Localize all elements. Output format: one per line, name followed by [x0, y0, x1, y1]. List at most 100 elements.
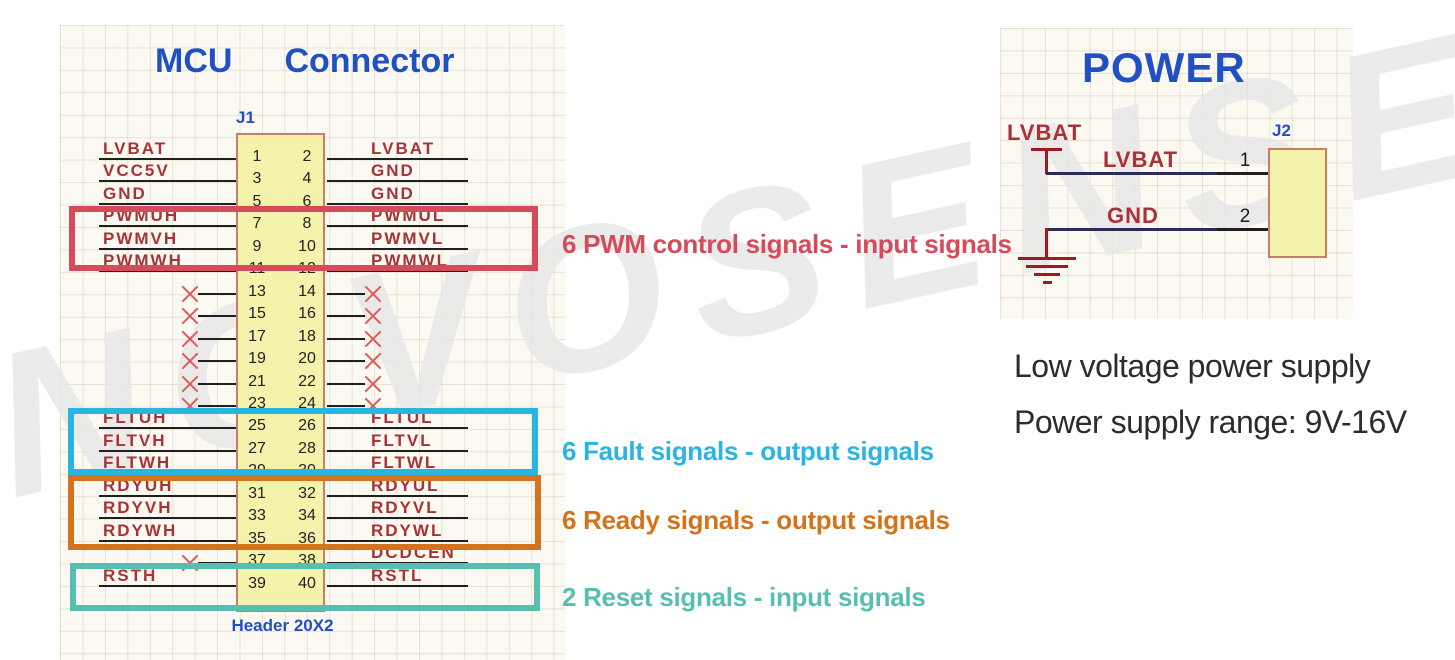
pin-number: 32	[298, 484, 316, 502]
pin-number: 5	[252, 192, 262, 210]
net-label: FLTWL	[371, 453, 438, 473]
net-wire	[99, 494, 236, 497]
no-connect-stub	[327, 337, 365, 340]
lvbat-rail-label: LVBAT	[1007, 120, 1083, 145]
pin-number: 20	[298, 350, 316, 368]
no-connect-stub	[198, 292, 236, 295]
reset-signals-annotation: 2 Reset signals - input signals	[562, 582, 926, 612]
net-wire	[327, 517, 468, 520]
no-connect-x-icon	[364, 330, 382, 348]
no-connect-stub	[198, 315, 236, 318]
pin-number: 24	[298, 394, 316, 412]
no-connect-x-icon	[181, 330, 199, 348]
pin-number: 4	[302, 170, 312, 188]
j2-pin1-number: 1	[1239, 150, 1251, 171]
pin-number: 7	[252, 215, 262, 233]
gnd-net-label: GND	[1107, 203, 1159, 228]
j2-pin1-stub	[1217, 172, 1268, 175]
net-label: GND	[371, 161, 415, 181]
net-wire	[99, 180, 236, 183]
net-wire	[327, 584, 468, 587]
net-wire	[99, 584, 236, 587]
lvbat-rail-stem-icon	[1045, 148, 1048, 174]
no-connect-x-icon	[364, 285, 382, 303]
net-wire	[99, 247, 236, 250]
pin-number: 33	[248, 507, 266, 525]
no-connect-stub	[198, 337, 236, 340]
net-wire	[327, 427, 468, 430]
j2-pin2-stub	[1217, 228, 1268, 231]
power-note-line1: Low voltage power supply	[1014, 348, 1371, 384]
power-note-line2: Power supply range: 9V-16V	[1014, 404, 1407, 440]
pin-number: 19	[248, 350, 266, 368]
no-connect-x-icon	[181, 285, 199, 303]
net-label: PWMVH	[103, 228, 179, 248]
net-label: RDYVH	[103, 498, 173, 518]
net-label: RDYWH	[103, 520, 178, 540]
pin-number: 17	[248, 327, 266, 345]
pin-number: 27	[248, 439, 266, 457]
net-label: PWMVL	[371, 228, 445, 248]
pin-number: 23	[248, 394, 266, 412]
mcu-title-word1: MCU	[155, 42, 233, 80]
no-connect-stub	[327, 315, 365, 318]
ready-signals-annotation: 6 Ready signals - output signals	[562, 505, 950, 535]
net-label: FLTWH	[103, 453, 172, 473]
pin-number: 34	[298, 507, 316, 525]
ground-bar3-icon	[1034, 273, 1060, 276]
net-label: VCC5V	[103, 161, 170, 181]
net-label: FLTVL	[371, 430, 433, 450]
no-connect-stub	[327, 404, 365, 407]
lvbat-net-label: LVBAT	[1103, 147, 1179, 172]
pin-number: 8	[302, 215, 312, 233]
pin-number: 13	[248, 282, 266, 300]
pin-number: 16	[298, 305, 316, 323]
pin-number: 28	[298, 439, 316, 457]
ground-bar2-icon	[1026, 265, 1068, 268]
pin-number: 14	[298, 282, 316, 300]
net-wire	[327, 247, 468, 250]
pin-number: 18	[298, 327, 316, 345]
net-wire	[99, 427, 236, 430]
net-wire	[327, 494, 468, 497]
no-connect-x-icon	[181, 307, 199, 325]
net-wire	[327, 539, 468, 542]
no-connect-x-icon	[181, 375, 199, 393]
ground-bar1-icon	[1018, 257, 1076, 260]
net-wire	[327, 449, 468, 452]
mcu-title-word2: Connector	[284, 42, 455, 80]
net-label: RSTH	[103, 565, 158, 585]
pin-number: 1	[252, 148, 262, 165]
gnd-wire	[1046, 228, 1217, 231]
j1-connector-body	[236, 133, 325, 612]
j2-pin2-number: 2	[1239, 206, 1251, 227]
net-wire	[99, 449, 236, 452]
fault-signals-annotation: 6 Fault signals - output signals	[562, 436, 934, 466]
pin-number: 21	[248, 372, 266, 390]
net-label: RDYWL	[371, 520, 444, 540]
mcu-section-title: MCU Connector	[155, 42, 454, 81]
no-connect-stub	[198, 360, 236, 363]
net-wire	[327, 180, 468, 183]
no-connect-stub	[327, 292, 365, 295]
net-wire	[99, 270, 236, 273]
net-wire	[327, 202, 468, 205]
net-wire	[99, 517, 236, 520]
pin-number: 3	[252, 170, 262, 188]
pin-number: 39	[248, 574, 266, 592]
no-connect-stub	[327, 360, 365, 363]
pin-number: 2	[302, 148, 312, 165]
net-label: RSTL	[371, 565, 424, 585]
ground-stem-icon	[1045, 228, 1048, 259]
pin-number: 25	[248, 417, 266, 435]
pwm-signals-highlight-box	[69, 206, 538, 271]
pin-number: 9	[252, 237, 262, 255]
pin-number: 10	[298, 237, 316, 255]
ground-bar4-icon	[1043, 281, 1052, 284]
pin-number: 26	[298, 417, 316, 435]
net-wire	[327, 270, 468, 273]
reset-signals-highlight-box	[70, 563, 540, 611]
pin-number: 36	[298, 529, 316, 547]
